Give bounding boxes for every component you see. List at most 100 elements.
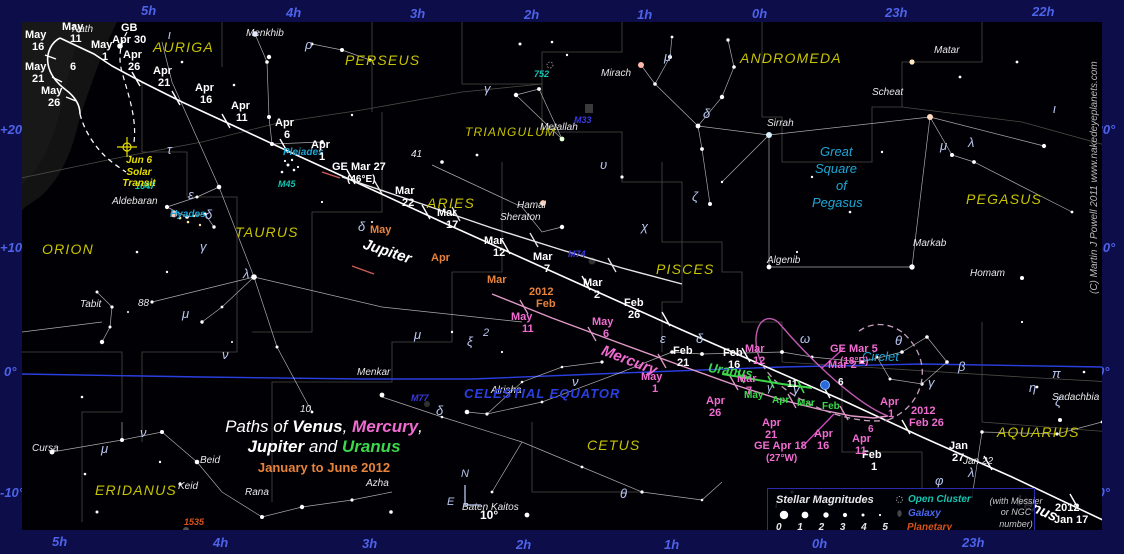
star-name: Menkhib: [246, 28, 284, 39]
greek-label: ν: [140, 425, 147, 440]
star-name: Mirach: [601, 68, 632, 79]
legend-dso-types: Open Cluster Galaxy Planetary Nebula: [895, 494, 979, 530]
compass-east-label: E: [447, 496, 455, 508]
star-name: Homam: [970, 268, 1006, 279]
greek-label: μ: [182, 306, 190, 321]
greek-label: λ: [968, 135, 975, 150]
legend-note-line-2: or NGC: [1000, 507, 1032, 518]
venus-date: Apr 30: [112, 34, 147, 46]
ra-tick-bottom: 5h: [52, 534, 68, 549]
venus-date: 16: [32, 41, 45, 53]
greek-label: η: [1029, 380, 1037, 395]
mercury-greatest-elongation: GE Apr 18: [754, 440, 807, 452]
dso-label: M74: [568, 249, 586, 259]
venus-date: Feb: [624, 297, 644, 309]
ra-tick-bottom: 1h: [664, 537, 680, 552]
venus-date: 1: [102, 51, 109, 63]
mercury-date: 21: [765, 429, 778, 441]
venus-date: Feb: [723, 347, 743, 359]
title-jupiter: Jupiter: [247, 437, 305, 456]
dso-label: M45: [278, 179, 296, 189]
solar-transit-line3: Transit: [122, 178, 156, 189]
mercury-path-label: Mercury: [599, 342, 660, 379]
star-name: Hamal: [517, 200, 546, 211]
greek-label: ι: [1053, 101, 1056, 116]
mercury-date: 12: [753, 355, 766, 367]
mercury-date: 11: [855, 445, 867, 457]
uranus-date: Mar: [797, 398, 815, 409]
venus-date: Mar: [395, 185, 415, 197]
greek-label: δ: [703, 106, 711, 121]
dso-label: M77: [411, 393, 429, 403]
uranus-path: [721, 370, 830, 394]
title-line-1: Paths of Venus, Mercury,: [214, 417, 434, 437]
greek-label: φ: [935, 473, 944, 488]
mercury-date: Apr: [852, 433, 871, 445]
legend-magnitudes-title: Stellar Magnitudes: [776, 494, 874, 506]
star-name: Aldebaran: [112, 196, 158, 207]
solar-transit-annotation: Jun 6 Solar Transit: [102, 155, 176, 190]
mercury-date: Apr: [880, 396, 899, 408]
constellation-name: TRIANGULUM: [465, 125, 557, 139]
flamsteed-label: 10: [300, 404, 312, 415]
ra-tick-bottom: 23h: [962, 535, 985, 550]
constellation-name: AQUARIUS: [997, 424, 1080, 440]
flamsteed-label: 41: [411, 149, 423, 160]
venus-date: 6: [284, 129, 291, 141]
copyright-notice: (C) Martin J Powell 2011 www.nakedeyepla…: [1089, 61, 1100, 294]
venus-date: 16: [200, 94, 213, 106]
uranus-date: Feb: [822, 401, 840, 412]
ra-tick-bottom: 4h: [213, 535, 229, 550]
galaxy-icon: [897, 510, 902, 517]
title-and: and: [304, 437, 342, 456]
greek-label: ε: [660, 331, 666, 346]
mag-2: 2: [818, 522, 825, 530]
constellation-name: AURIGA: [153, 39, 214, 55]
mag-0: 0: [776, 522, 782, 530]
greek-label: π: [1052, 366, 1061, 381]
venus-date: Jan 17: [1054, 514, 1089, 526]
mercury-date: 1: [652, 383, 659, 395]
greek-label: ι: [168, 27, 171, 42]
greek-label: λ: [968, 465, 975, 480]
mercury-date: Mar 2: [828, 359, 857, 371]
venus-date: 2: [594, 289, 601, 301]
star-name: Baten Kaitos: [462, 502, 519, 513]
venus-date: 27: [952, 452, 965, 464]
mercury-date: 2012: [911, 405, 936, 417]
venus-date: Jan: [949, 440, 968, 452]
greek-label: μ: [940, 138, 948, 153]
celestial-equator-label: CELESTIAL EQUATOR: [464, 386, 621, 401]
greek-label: θ: [895, 333, 903, 348]
dso-label: Hyades: [170, 209, 206, 220]
star-name: Metallah: [540, 122, 578, 133]
title-subtitle: January to June 2012: [257, 460, 391, 475]
venus-date: Mar: [533, 251, 553, 263]
jupiter-date: Feb: [536, 298, 556, 310]
greek-label: δ: [205, 207, 213, 222]
open-cluster-icon: [896, 496, 903, 503]
venus-date: 26: [628, 309, 641, 321]
title-uranus: Uranus: [341, 437, 401, 456]
venus-date: May: [25, 61, 47, 73]
uranus-date: May: [744, 390, 764, 401]
legend-note: (with Messier or NGC number): [986, 494, 1046, 530]
mercury-date: 7: [746, 385, 753, 397]
asterism-label: Great: [820, 144, 853, 159]
venus-date: 11: [236, 112, 248, 124]
venus-date: Feb: [673, 345, 693, 357]
title-mercury: Mercury: [352, 417, 419, 436]
magnitude-dots: [779, 510, 882, 520]
greek-label: ζ: [692, 189, 699, 204]
stars-layer: [49, 31, 1102, 519]
star-name: Jan 22: [963, 456, 994, 467]
greek-label: ζ: [1055, 394, 1062, 409]
compass-rose: N E: [447, 468, 493, 521]
star-name: Algenib: [767, 255, 801, 266]
venus-date: 12: [493, 247, 506, 259]
greek-label: ν: [222, 347, 229, 362]
constellation-name: TAURUS: [235, 224, 299, 240]
greek-label: θ: [620, 486, 628, 501]
mercury-date: Mar: [745, 343, 765, 355]
mercury-date: 26: [709, 407, 722, 419]
